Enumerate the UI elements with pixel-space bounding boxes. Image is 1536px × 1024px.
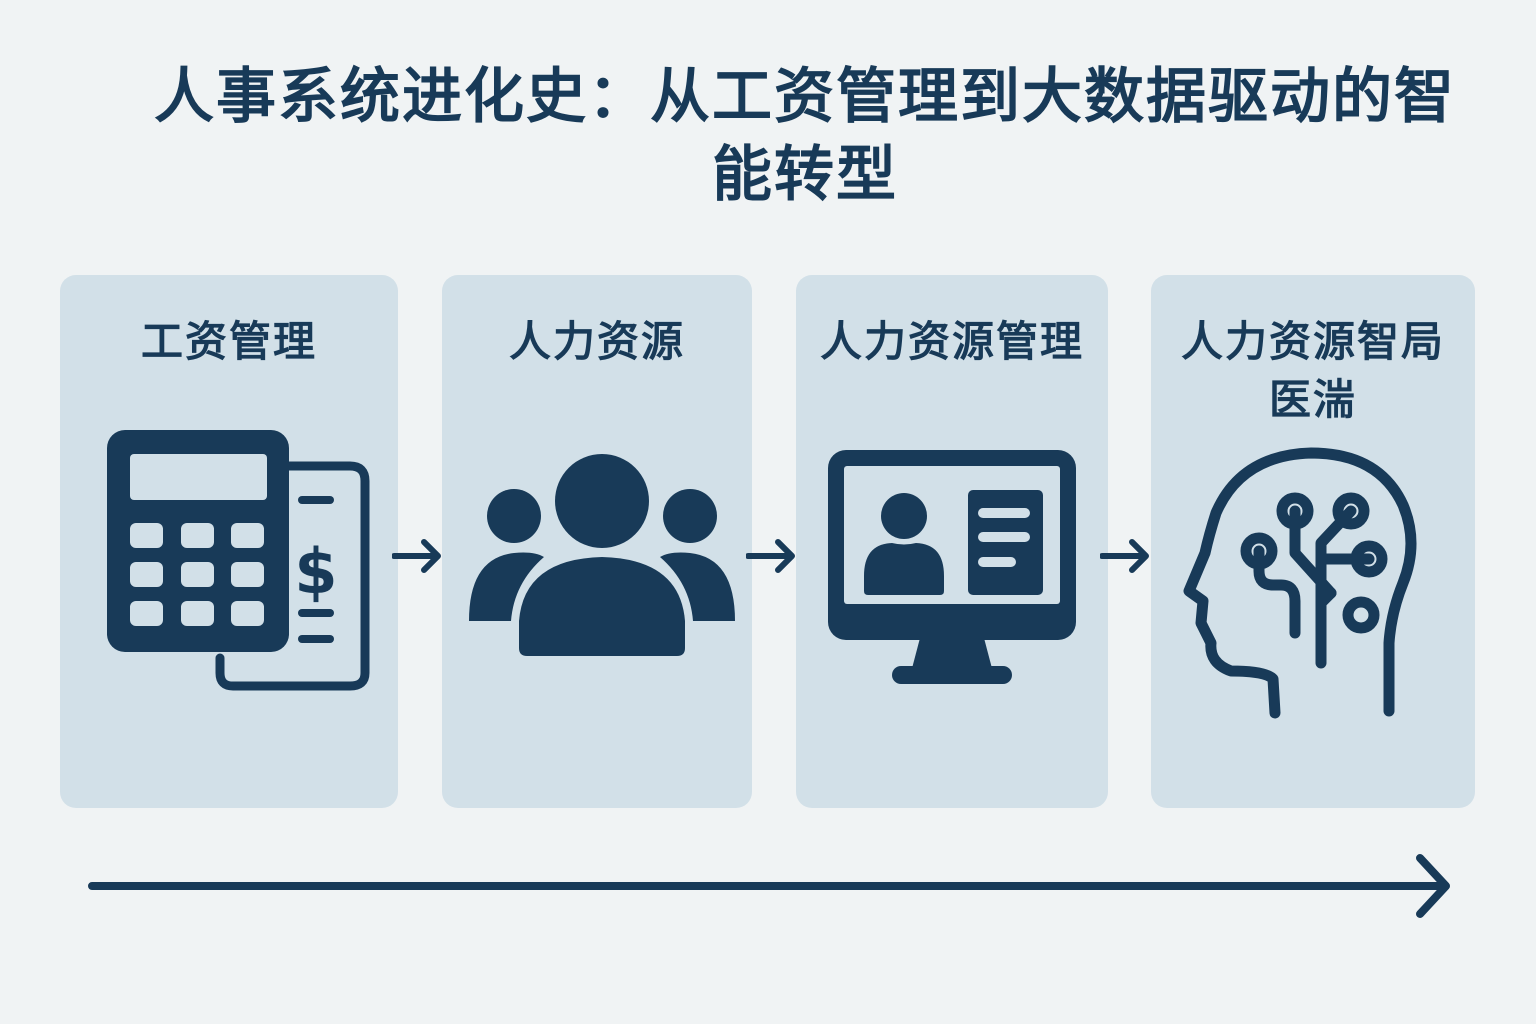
timeline-arrow-icon xyxy=(86,850,1456,924)
stage-label: 人力资源 xyxy=(508,317,685,366)
arrow-right-icon xyxy=(391,535,444,581)
page-title: 人事系统进化史：从工资管理到大数据驱动的智能转型 xyxy=(154,62,1456,210)
stage-label: 人力资源管理 xyxy=(819,317,1084,366)
stage-card-hr-intelligence: 人力资源智局医湍 xyxy=(1151,275,1475,808)
stage-card-hrm: 人力资源管理 xyxy=(796,275,1108,808)
arrow-right-icon xyxy=(745,535,798,581)
stage-card-human-resources: 人力资源 xyxy=(442,275,752,808)
ai-head-circuit-icon xyxy=(1181,443,1431,723)
stage-label: 人力资源智局医湍 xyxy=(1180,317,1445,424)
people-group-icon xyxy=(469,453,735,659)
stage-label: 工资管理 xyxy=(140,317,317,366)
svg-text:$: $ xyxy=(294,535,337,608)
stage-card-payroll: 工资管理 $ xyxy=(60,275,398,808)
monitor-profile-icon xyxy=(828,450,1076,685)
arrow-right-icon xyxy=(1099,535,1152,581)
calculator-payslip-icon: $ xyxy=(105,428,370,693)
